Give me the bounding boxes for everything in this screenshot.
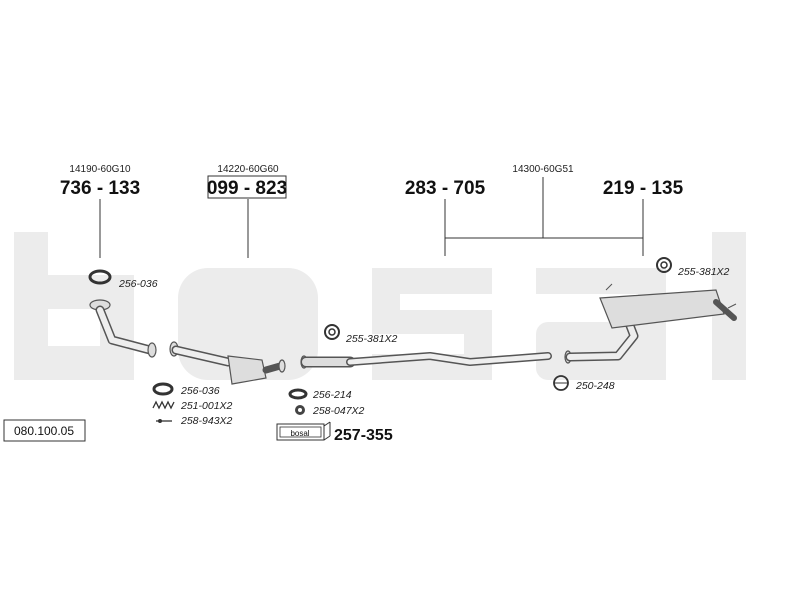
- accessory-label: 255-381X2: [677, 266, 730, 278]
- mounting-kit-part-number: 257-355: [334, 427, 393, 444]
- accessory-label: 251-001X2: [180, 400, 233, 412]
- center-pipe-drawing: [300, 352, 552, 369]
- rubber-hanger-icon: [324, 324, 340, 340]
- accessory-label: 258-047X2: [312, 405, 365, 417]
- diagram-reference-number: 080.100.05: [14, 424, 74, 438]
- accessory-label: 250-248: [575, 380, 615, 392]
- part-number-box-catalytic-converter: [207, 175, 287, 199]
- accessory-label: 258-943X2: [180, 415, 233, 427]
- catalytic-converter-drawing: [169, 341, 286, 385]
- bosal-watermark-logo: [14, 232, 746, 380]
- gasket-icon: [88, 269, 112, 285]
- part-number-catalytic-converter: 099 - 823: [207, 178, 287, 199]
- accessory-label: 256-036: [118, 278, 158, 290]
- gasket-icon: [152, 382, 174, 396]
- oe-number-front-pipe: 14190-60G10: [69, 164, 131, 175]
- part-number-rear-muffler: 219 - 135: [603, 178, 684, 199]
- mounting-kit-logo: bosal: [290, 429, 309, 438]
- accessory-label: 256-036: [180, 385, 220, 397]
- oe-number-exhaust-assembly: 14300-60G51: [512, 164, 574, 175]
- rubber-hanger-icon: [656, 257, 672, 273]
- bolt-icon: [156, 419, 172, 423]
- accessory-label: 256-214: [312, 389, 352, 401]
- rear-muffler-drawing: [564, 283, 737, 364]
- part-number-front-pipe: 736 - 133: [60, 178, 140, 199]
- front-pipe-drawing: [89, 299, 157, 358]
- nut-icon: [295, 405, 305, 415]
- mounting-kit-logo-box: bosal: [276, 421, 331, 441]
- oe-number-catalytic-converter: 14220-60G60: [217, 164, 279, 175]
- spring-icon: [152, 400, 175, 410]
- part-number-center-pipe: 283 - 705: [405, 178, 486, 199]
- diagram-reference-box: [3, 419, 86, 442]
- clamp-icon: [553, 375, 569, 391]
- gasket-icon: [288, 388, 308, 400]
- accessory-label: 255-381X2: [345, 333, 398, 345]
